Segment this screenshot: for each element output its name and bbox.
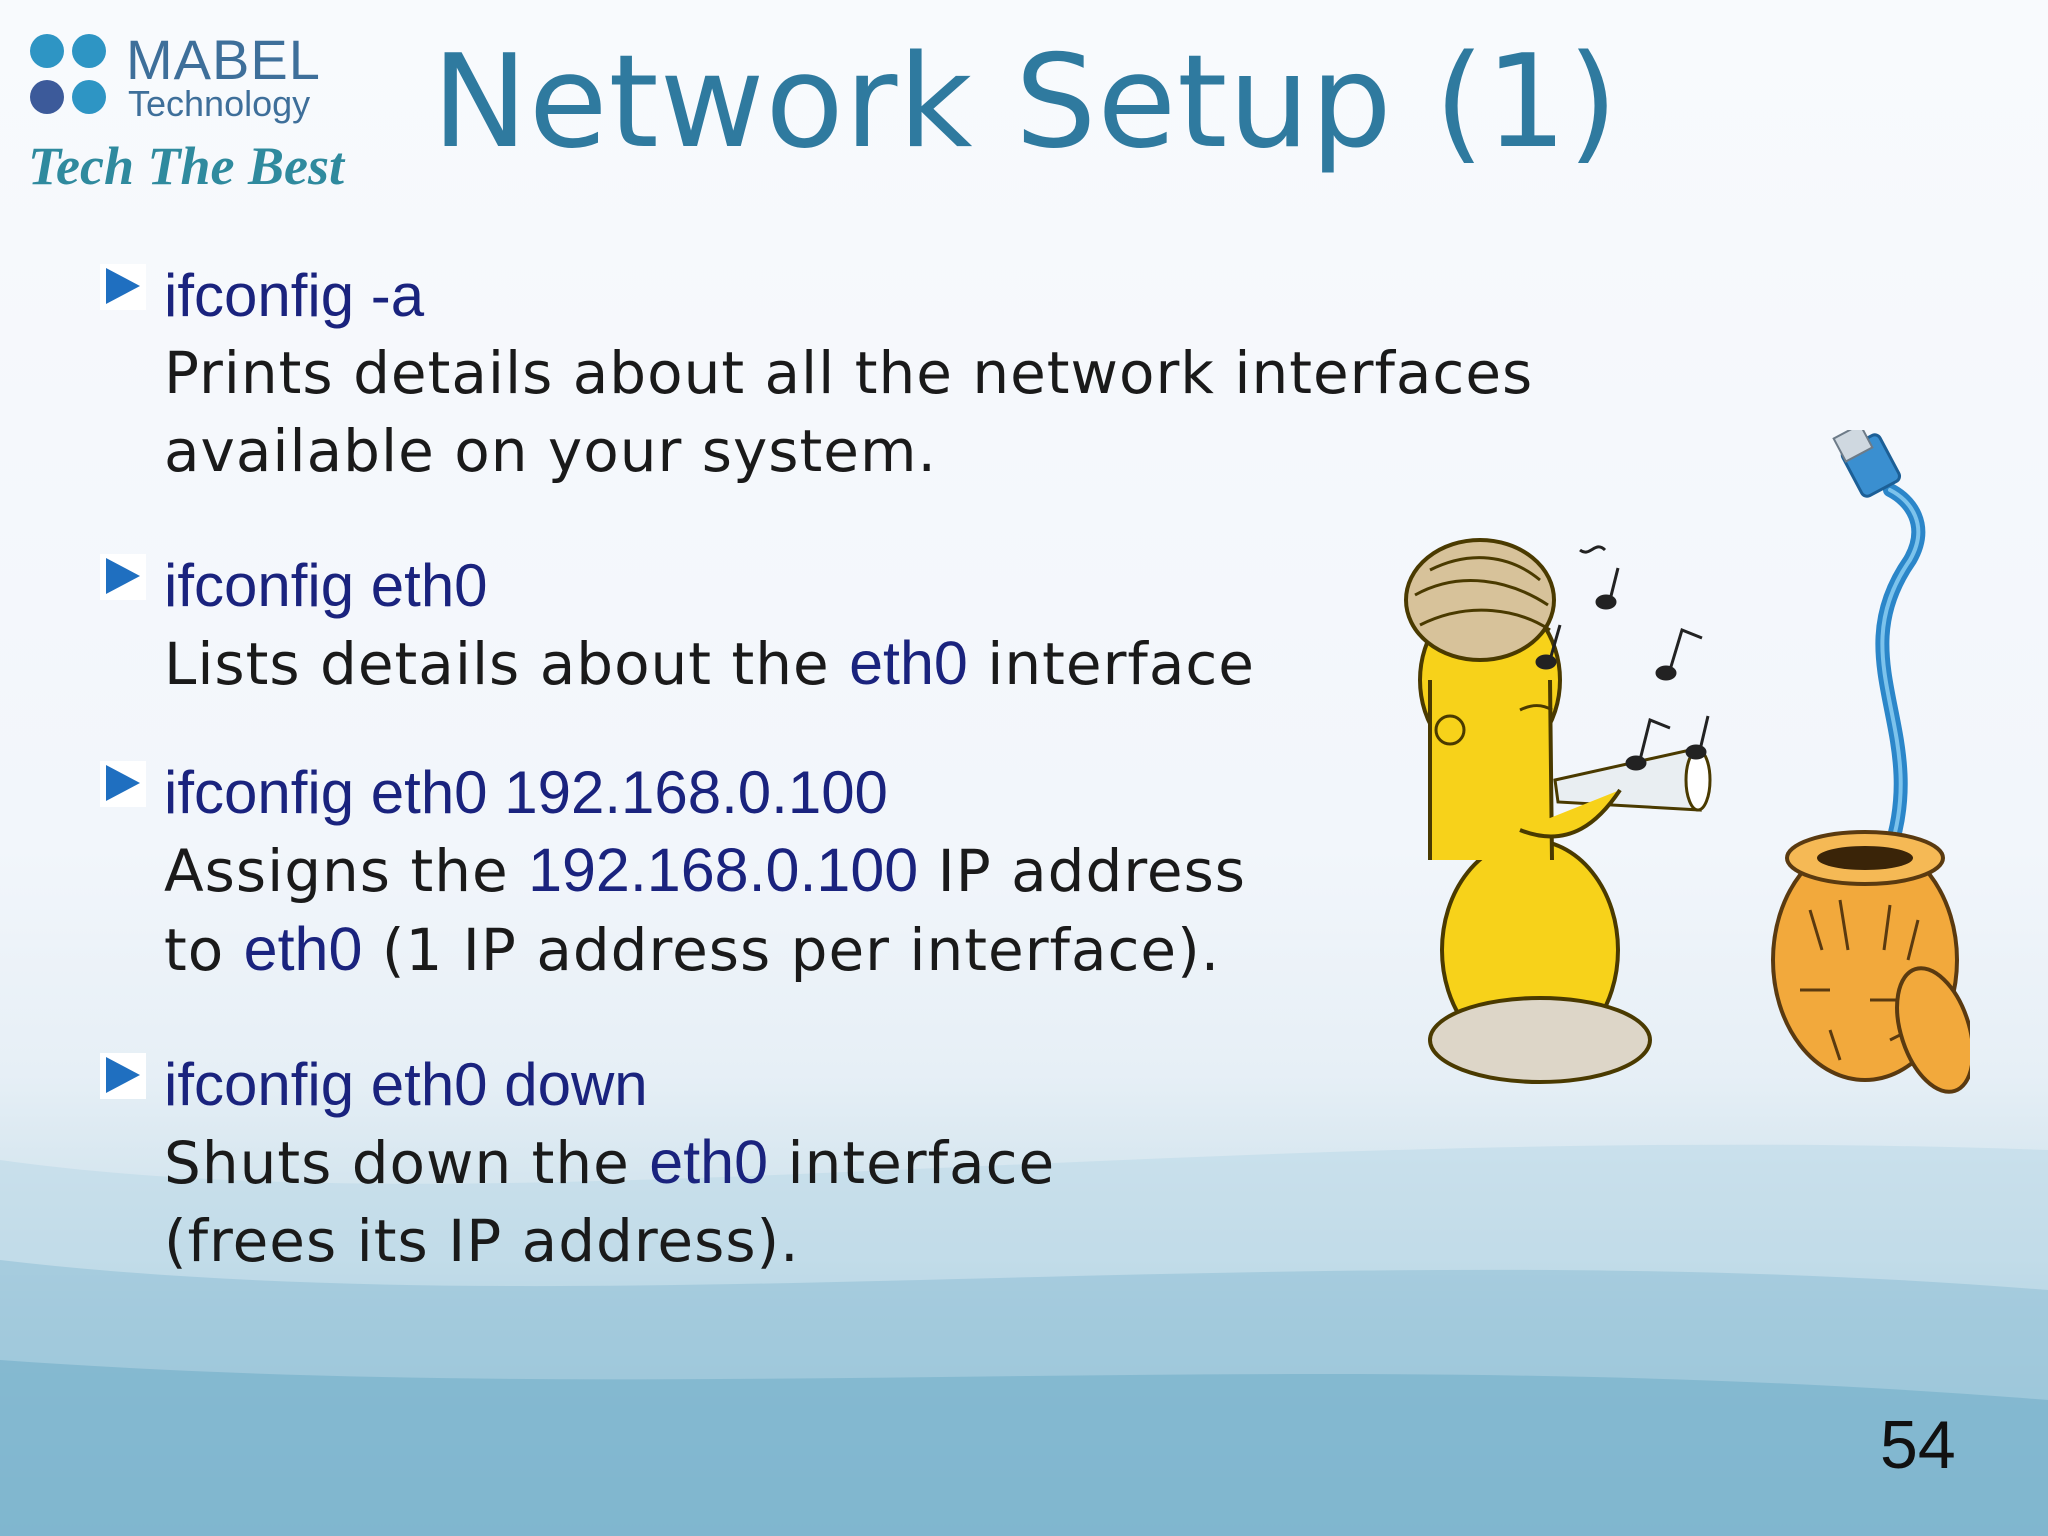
command-description: Shuts down the eth0 interface (frees its… [164,1123,1600,1280]
logo-dot [72,80,106,114]
logo-subtitle: Technology [128,83,311,124]
command-text: ifconfig eth0 192.168.0.100 [164,759,888,826]
logo-tagline: Tech The Best [28,136,344,196]
triangle-bullet-icon [100,761,146,807]
description-text: (1 IP address per interface). [362,916,1221,984]
logo-dot [72,34,106,68]
bullet-list: ifconfig -a Prints details about all the … [100,258,1600,1338]
logo-dots-icon [28,30,118,120]
triangle-bullet-icon [100,554,146,600]
description-text: interface (frees its IP address). [164,1129,1056,1275]
command-text: ifconfig eth0 [164,552,488,619]
company-logo: MABEL Technology Tech The Best [28,30,348,210]
list-item: ifconfig -a Prints details about all the … [100,258,1600,490]
highlighted-term: eth0 [649,1128,769,1196]
logo-dot [30,80,64,114]
triangle-bullet-icon [100,1053,146,1099]
description-text: Assigns the [164,837,529,905]
highlighted-term: 192.168.0.100 [528,836,919,904]
page-number: 54 [1880,1407,1956,1483]
command-text: ifconfig -a [164,262,425,329]
command-text: ifconfig eth0 down [164,1051,648,1118]
snake-charmer-illustration [1404,430,1970,1094]
highlighted-term: eth0 [243,915,363,983]
slide-title: Network Setup (1) [432,28,1619,177]
command-description: Prints details about all the network int… [164,334,1600,490]
triangle-bullet-icon [100,264,146,310]
command-description: Lists details about the eth0 interface [164,624,1600,703]
highlighted-term: eth0 [849,629,968,697]
description-text: Shuts down the [164,1129,650,1197]
description-text: Prints details about all the network int… [164,339,1534,485]
logo-name: MABEL [126,28,321,91]
description-text: Lists details about the [164,630,850,698]
description-text: interface [967,630,1255,698]
description-text: IP address to [164,837,1247,984]
logo-dot [30,34,64,68]
command-description: Assigns the 192.168.0.100 IP address to … [164,831,1600,989]
